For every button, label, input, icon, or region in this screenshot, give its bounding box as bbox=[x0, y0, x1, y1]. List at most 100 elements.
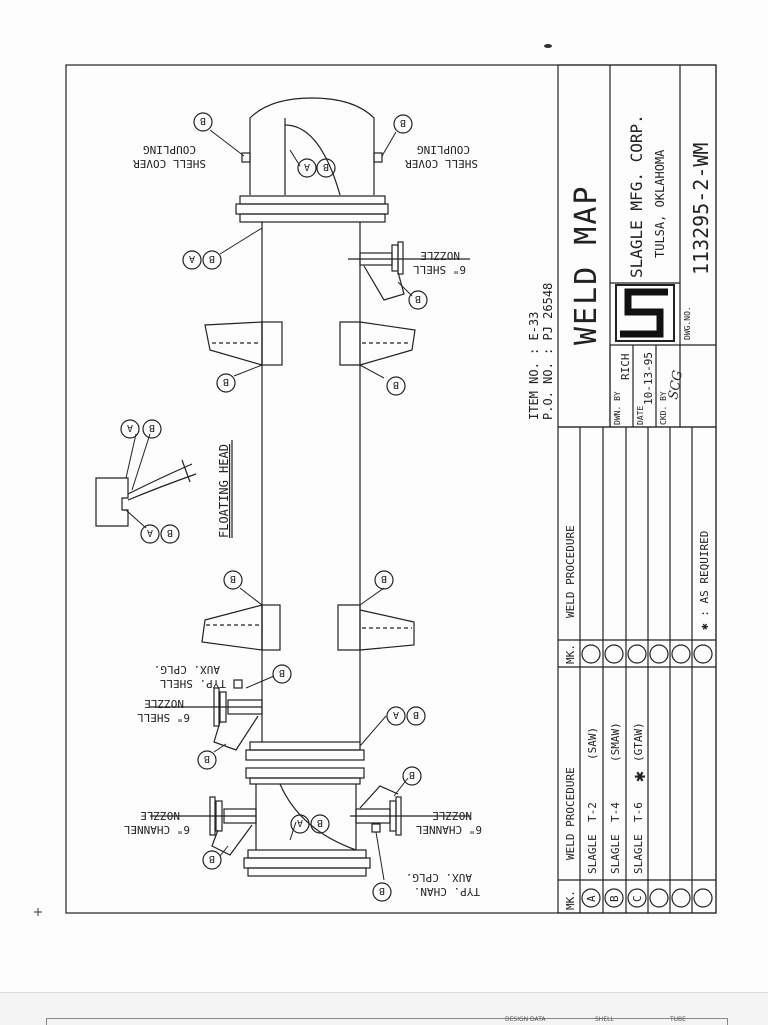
weld-marker-b: B bbox=[372, 882, 392, 902]
weld-marker-b: B bbox=[160, 524, 180, 544]
chan-aux-cplg-2: AUX. CPLG. bbox=[406, 871, 472, 884]
svg-text:B: B bbox=[223, 376, 229, 387]
svg-text:A: A bbox=[127, 422, 133, 433]
weld-marker-a: A bbox=[297, 158, 317, 178]
svg-text:A: A bbox=[297, 817, 303, 828]
svg-text:B: B bbox=[279, 667, 285, 678]
svg-text:B: B bbox=[200, 115, 206, 126]
svg-text:B: B bbox=[323, 161, 329, 172]
weld-marker-a: A bbox=[120, 419, 140, 439]
channel-nozzle-right-1: 6" CHANNEL bbox=[415, 823, 482, 836]
drawing-number: 113295-2-WM bbox=[689, 143, 713, 275]
row-mk-b: B bbox=[608, 895, 621, 902]
design-data-label: DESIGN DATA bbox=[505, 1016, 546, 1023]
weld-marker-b: B bbox=[202, 250, 222, 270]
next-page-table-edge bbox=[46, 1018, 728, 1025]
shell-cover-coupling-left-1: SHELL COVER bbox=[133, 157, 206, 170]
drawing-title: WELD MAP bbox=[569, 185, 604, 346]
weld-procedure-table: MK. MK. WELD PROCEDURE WELD PROCEDURE A … bbox=[557, 426, 717, 914]
scan-mark bbox=[34, 908, 42, 916]
svg-text:B: B bbox=[167, 527, 173, 538]
weld-marker-b: B bbox=[272, 664, 292, 684]
row-star-c: ✱ bbox=[629, 771, 650, 782]
svg-text:B: B bbox=[204, 753, 210, 764]
company-city: TULSA, OKLAHOMA bbox=[653, 149, 667, 258]
weld-marker-b: B bbox=[393, 114, 413, 134]
weld-marker-b: B bbox=[316, 158, 336, 178]
shell-column-label: SHELL bbox=[595, 1016, 614, 1023]
leader-lines bbox=[125, 129, 413, 881]
row-code-a: T-2 bbox=[586, 802, 599, 822]
as-required-note: ✱ : AS REQUIRED bbox=[698, 531, 711, 630]
weld-marker-a: A bbox=[290, 814, 310, 834]
row-company-c: SLAGLE bbox=[632, 834, 645, 874]
row-code-b: T-4 bbox=[609, 802, 622, 822]
weld-marker-b: B bbox=[193, 112, 213, 132]
svg-text:B: B bbox=[393, 379, 399, 390]
weld-marker-b: B bbox=[386, 376, 406, 396]
po-number: P.O. NO. : PJ 26548 bbox=[541, 283, 555, 420]
mk-header: MK. bbox=[564, 890, 577, 910]
row-process-a: (SAW) bbox=[586, 727, 599, 760]
row-process-b: (SMAW) bbox=[609, 722, 622, 762]
floating-head-label: FLOATING HEAD bbox=[217, 444, 231, 538]
shell-cover-coupling-right-1: SHELL COVER bbox=[405, 157, 478, 170]
weld-markers: B B A B A B B B B A B A B B B B A B B B … bbox=[120, 112, 428, 902]
row-code-c: T-6 bbox=[632, 802, 645, 822]
shell-nozzle-top-1: 6" SHELL bbox=[413, 263, 466, 276]
procedure-header-2: WELD PROCEDURE bbox=[564, 525, 577, 618]
svg-text:A: A bbox=[189, 253, 195, 264]
date-label: DATE bbox=[636, 406, 645, 425]
row-process-c: (GTAW) bbox=[632, 722, 645, 762]
channel-nozzle-left-2: NOZZLE bbox=[140, 809, 180, 822]
svg-text:B: B bbox=[230, 573, 236, 584]
floating-head-detail: FLOATING HEAD bbox=[95, 440, 233, 538]
mk-header-2: MK. bbox=[564, 644, 577, 664]
svg-text:B: B bbox=[381, 573, 387, 584]
weld-marker-b: B bbox=[402, 766, 422, 786]
checked-by-label: CKD. BY bbox=[659, 391, 668, 425]
svg-text:B: B bbox=[400, 117, 406, 128]
weld-marker-b: B bbox=[374, 570, 394, 590]
weld-marker-a: A bbox=[182, 250, 202, 270]
weld-marker-b: B bbox=[216, 373, 236, 393]
svg-text:B: B bbox=[409, 769, 415, 780]
shell-nozzle-top-2: NOZZLE bbox=[420, 249, 460, 262]
aux-cplg-2: AUX. CPLG. bbox=[154, 663, 220, 676]
row-company-b: SLAGLE bbox=[609, 834, 622, 874]
svg-text:A: A bbox=[304, 161, 310, 172]
company-name: SLAGLE MFG. CORP. bbox=[627, 114, 646, 278]
svg-text:B: B bbox=[317, 817, 323, 828]
svg-text:B: B bbox=[415, 293, 421, 304]
svg-text:B: B bbox=[149, 422, 155, 433]
callout-labels: SHELL COVER COUPLING SHELL COVER COUPLIN… bbox=[123, 143, 482, 898]
shell-cover-coupling-left-2: COUPLING bbox=[143, 143, 196, 156]
weld-marker-b: B bbox=[142, 419, 162, 439]
heat-exchanger-vessel bbox=[150, 97, 470, 877]
checked-by: SCG bbox=[666, 369, 686, 400]
channel-nozzle-right-2: NOZZLE bbox=[432, 809, 472, 822]
shell-nozzle-left-1: 6" SHELL bbox=[137, 711, 190, 724]
slagle-logo bbox=[615, 284, 675, 342]
weld-marker-b: B bbox=[202, 850, 222, 870]
weld-marker-a: A bbox=[140, 524, 160, 544]
date-value: 10-13-95 bbox=[642, 352, 655, 405]
item-number: ITEM NO. : E-33 bbox=[527, 312, 541, 420]
shell-nozzle-left-2: NOZZLE bbox=[144, 697, 184, 710]
channel-nozzle-left-1: 6" CHANNEL bbox=[123, 823, 190, 836]
weld-marker-b: B bbox=[310, 814, 330, 834]
chan-aux-cplg-1: TYP. CHAN. bbox=[414, 885, 480, 898]
drawn-by-label: DWN. BY bbox=[613, 391, 622, 425]
row-mk-c: C bbox=[631, 895, 644, 902]
drawing-number-label: DWG.NO. bbox=[683, 306, 692, 340]
weld-marker-b: B bbox=[408, 290, 428, 310]
drawn-by: RICH bbox=[619, 354, 632, 381]
svg-text:B: B bbox=[379, 885, 385, 896]
svg-text:B: B bbox=[209, 853, 215, 864]
svg-text:B: B bbox=[209, 253, 215, 264]
svg-text:A: A bbox=[393, 709, 399, 720]
drawing-border bbox=[65, 64, 717, 914]
tube-column-label: TUBE bbox=[670, 1016, 686, 1023]
weld-marker-a: A bbox=[386, 706, 406, 726]
